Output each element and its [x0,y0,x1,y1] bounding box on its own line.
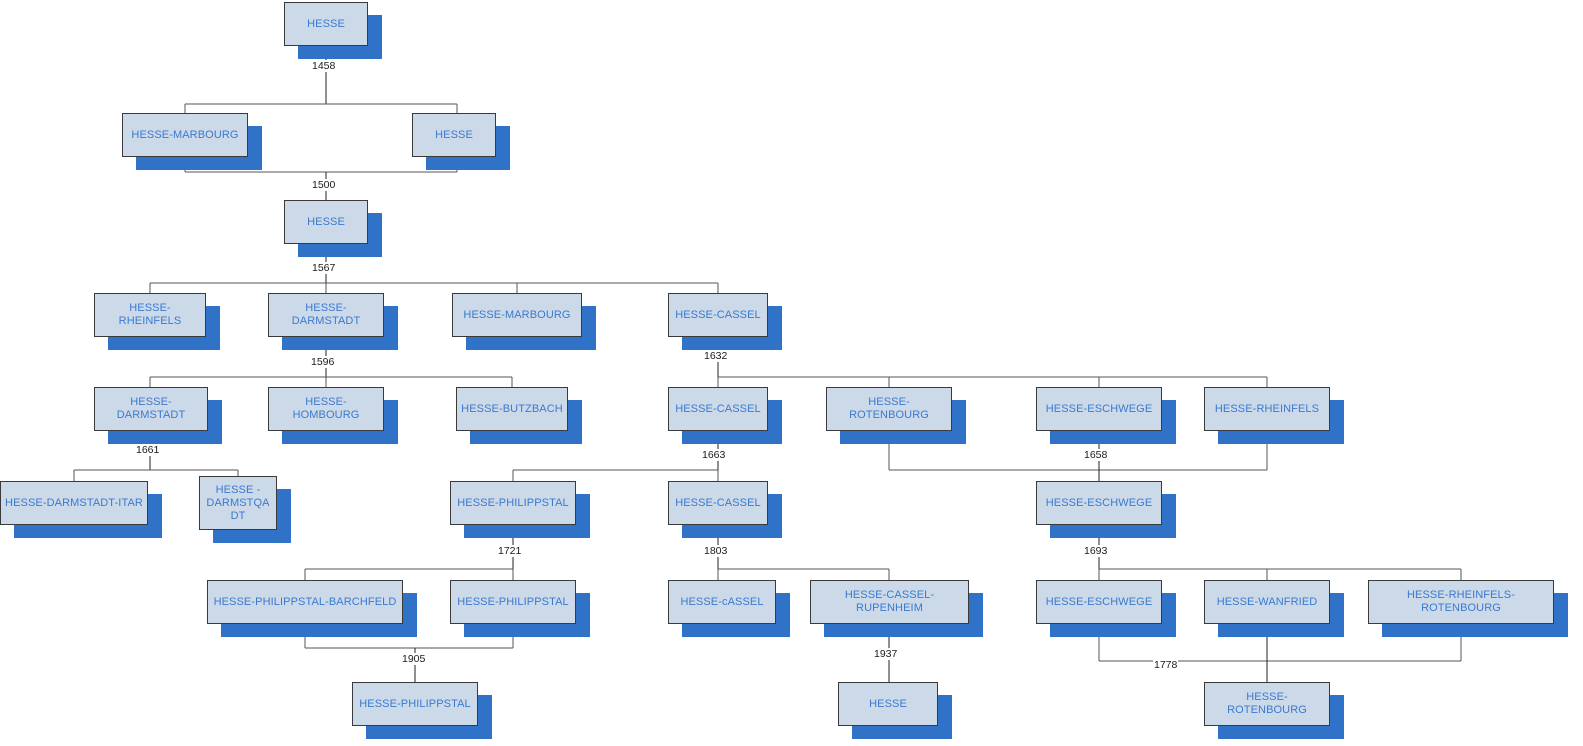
tree-node[interactable]: HESSE [412,113,496,157]
edge-year-label: 1937 [873,648,899,660]
edge-year-label: 1658 [1083,449,1109,461]
tree-node[interactable]: HESSE - DARMSTQADT [199,476,277,530]
tree-node[interactable]: HESSE [838,682,938,726]
tree-node[interactable]: HESSE-RHEINFELS [1204,387,1330,431]
tree-node[interactable]: HESSE-cASSEL [668,580,776,624]
edge-year-label: 1567 [311,262,337,274]
edge-year-label: 1803 [703,545,729,557]
tree-node[interactable]: HESSE [284,2,368,46]
tree-node[interactable]: HESSE-BUTZBACH [456,387,568,431]
tree-node[interactable]: HESSE-HOMBOURG [268,387,384,431]
tree-node[interactable]: HESSE-DARMSTADT [268,293,384,337]
tree-node[interactable]: HESSE-MARBOURG [122,113,248,157]
edge-year-label: 1661 [135,444,161,456]
edge-year-label: 1663 [701,449,727,461]
tree-node[interactable]: HESSE-CASSEL [668,387,768,431]
tree-node[interactable]: HESSE-RHEINFELS-ROTENBOURG [1368,580,1554,624]
tree-node[interactable]: HESSE-PHILIPPSTAL [450,580,576,624]
edge-year-label: 1596 [310,356,336,368]
edge-year-label: 1905 [401,653,427,665]
tree-node[interactable]: HESSE-MARBOURG [452,293,582,337]
edge-year-label: 1632 [703,350,729,362]
tree-node[interactable]: HESSE-PHILIPPSTAL-BARCHFELD [207,580,403,624]
tree-node[interactable]: HESSE-CASSEL-RUPENHEIM [810,580,969,624]
tree-node[interactable]: HESSE-PHILIPPSTAL [450,481,576,525]
tree-node[interactable]: HESSE-ESCHWEGE [1036,387,1162,431]
tree-node[interactable]: HESSE-CASSEL [668,293,768,337]
tree-node[interactable]: HESSE-ESCHWEGE [1036,580,1162,624]
tree-node[interactable]: HESSE-DARMSTADT [94,387,208,431]
edge-year-label: 1500 [311,179,337,191]
tree-node[interactable]: HESSE-RHEINFELS [94,293,206,337]
edge-year-label: 1721 [497,545,523,557]
tree-node[interactable]: HESSE-CASSEL [668,481,768,525]
edge-year-label: 1778 [1153,659,1179,671]
tree-node[interactable]: HESSE-PHILIPPSTAL [352,682,478,726]
tree-node[interactable]: HESSE-DARMSTADT-ITAR [0,481,148,525]
tree-node[interactable]: HESSE-WANFRIED [1204,580,1330,624]
tree-node[interactable]: HESSE-ROTENBOURG [1204,682,1330,726]
edge-year-label: 1458 [311,60,337,72]
edge-year-label: 1693 [1083,545,1109,557]
tree-node[interactable]: HESSE [284,200,368,244]
tree-node[interactable]: HESSE-ROTENBOURG [826,387,952,431]
tree-node[interactable]: HESSE-ESCHWEGE [1036,481,1162,525]
